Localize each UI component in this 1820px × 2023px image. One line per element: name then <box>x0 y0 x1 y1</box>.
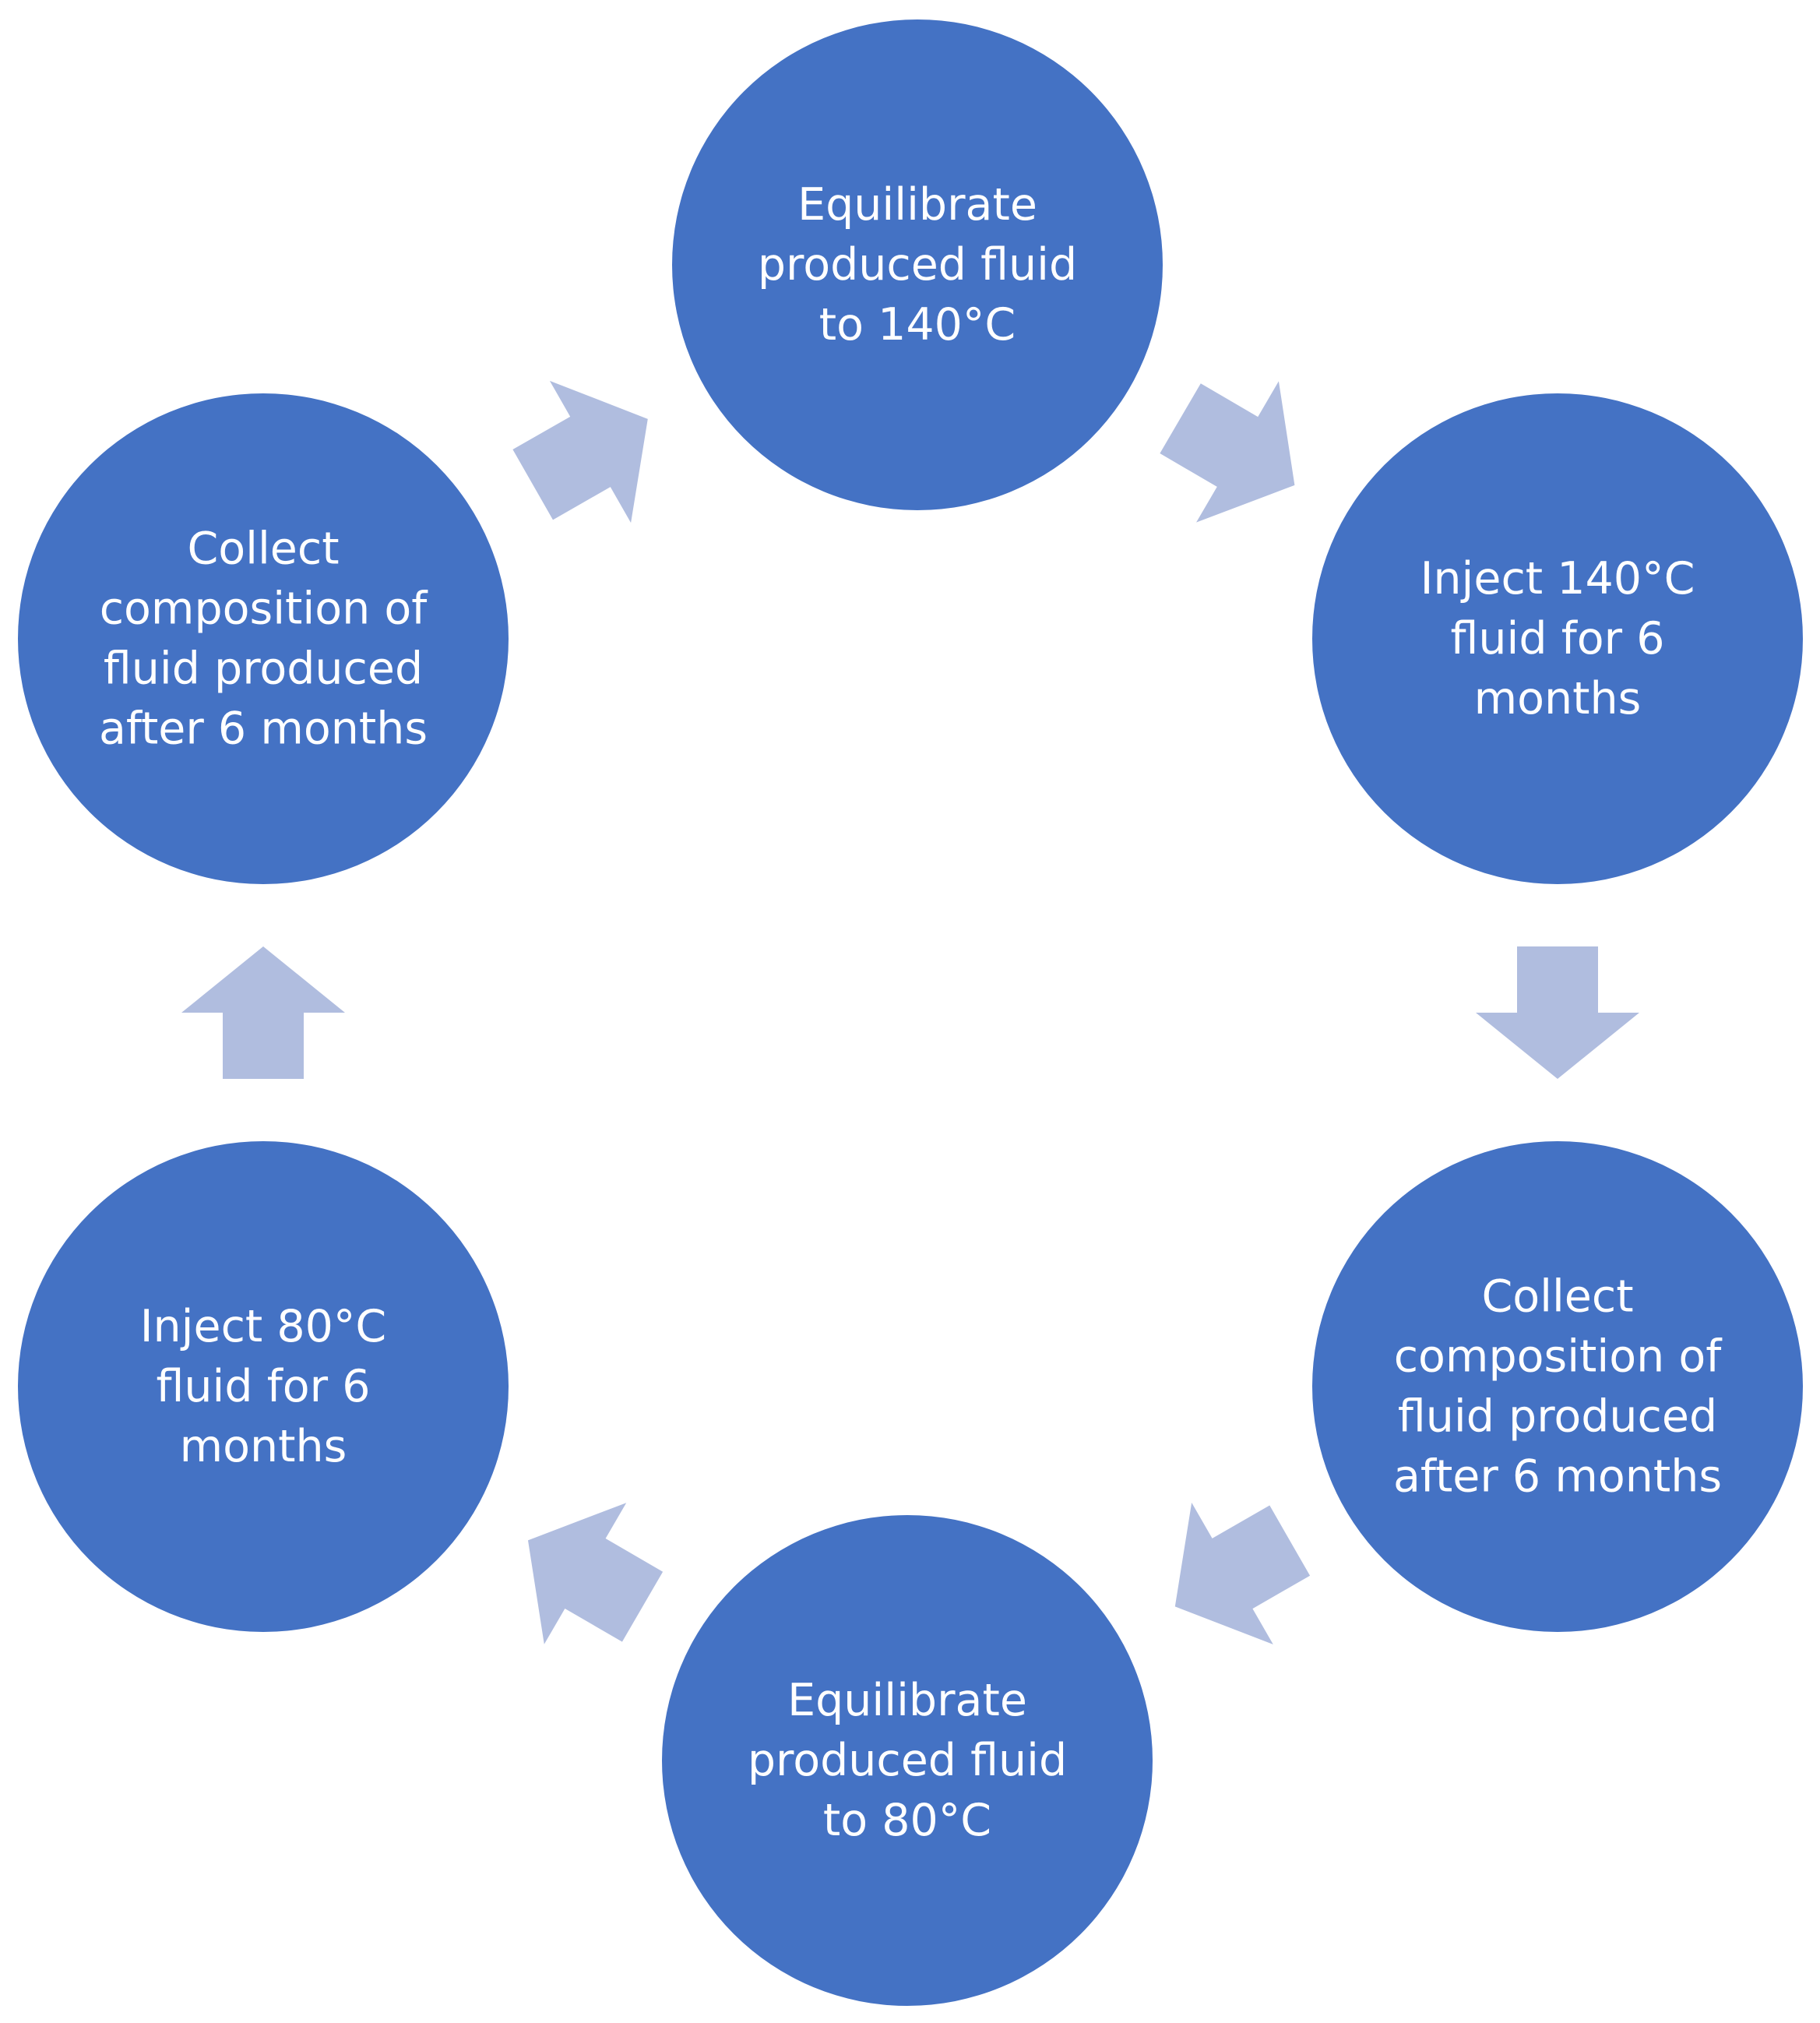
step-label-line: fluid for 6 <box>1451 613 1665 664</box>
step-label-line: after 6 months <box>99 703 428 755</box>
flow-arrow-icon <box>512 380 648 523</box>
step-label-line: Collect <box>187 523 339 575</box>
step-circle <box>18 393 509 884</box>
step-label-line: Equilibrate <box>797 179 1037 231</box>
flow-arrow-icon <box>1174 1502 1311 1645</box>
step-circle <box>18 1141 509 1632</box>
step-circle <box>672 19 1163 510</box>
step-label-line: composition of <box>100 583 429 635</box>
flow-arrow-icon <box>527 1503 664 1644</box>
step-label-line: produced fluid <box>758 239 1077 291</box>
step-circle <box>1312 1141 1803 1632</box>
arrows-layer <box>181 380 1639 1645</box>
step-label-line: to 80°C <box>823 1795 991 1846</box>
step-label-line: fluid produced <box>1398 1391 1717 1443</box>
step-label-line: to 140°C <box>819 299 1016 351</box>
step-label-line: Equilibrate <box>787 1675 1027 1726</box>
flow-arrow-icon <box>1160 381 1295 523</box>
step-circle <box>1312 393 1803 884</box>
step-label-line: fluid for 6 <box>157 1361 371 1412</box>
cycle-step-equilibrate-80: Equilibrate produced fluid to 80°C <box>662 1515 1153 2006</box>
step-label-line: fluid produced <box>104 643 423 695</box>
step-circle <box>662 1515 1153 2006</box>
step-label-line: months <box>1474 673 1642 724</box>
flow-arrow-icon <box>181 946 345 1079</box>
nodes-layer: Equilibrate produced fluid to 140°C Inject … <box>18 19 1803 2006</box>
step-label-line: composition of <box>1394 1331 1723 1383</box>
step-label-line: produced fluid <box>748 1735 1067 1786</box>
cycle-step-inject-80: Inject 80°C fluid for 6 months <box>18 1141 509 1632</box>
step-label-line: after 6 months <box>1393 1451 1722 1503</box>
step-label-line: Collect <box>1481 1271 1633 1323</box>
cycle-step-inject-140: Inject 140°C fluid for 6 months <box>1312 393 1803 884</box>
flow-arrow-icon <box>1476 946 1639 1079</box>
step-label-line: months <box>180 1421 347 1472</box>
cycle-step-collect-after-80: Collect composition of fluid produced after… <box>18 393 509 884</box>
step-label-line: Inject 80°C <box>140 1301 386 1352</box>
step-label-line: Inject 140°C <box>1420 553 1695 604</box>
cycle-step-collect-after-140: Collect composition of fluid produced after… <box>1312 1141 1803 1632</box>
cycle-step-equilibrate-140: Equilibrate produced fluid to 140°C <box>672 19 1163 510</box>
